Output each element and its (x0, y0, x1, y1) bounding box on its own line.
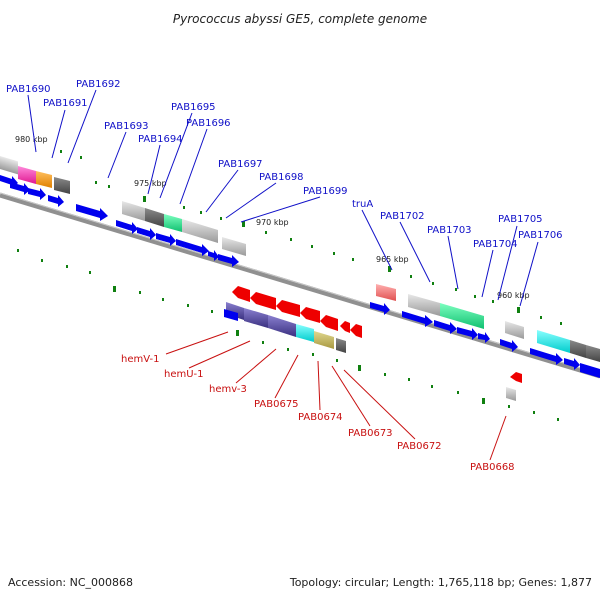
gene-label: PAB1697 (218, 159, 263, 170)
gene-label: PAB1693 (104, 121, 149, 132)
gene-block (408, 294, 440, 316)
gene-block (222, 237, 246, 256)
scale-label: 965 kbp (376, 255, 409, 264)
gene-label: PAB0672 (397, 441, 442, 452)
reverse-arrow (320, 315, 338, 331)
forward-arrow (370, 302, 390, 315)
accession-text: Accession: NC_000868 (8, 576, 133, 589)
forward-arrow (434, 320, 457, 334)
reverse-arrow (340, 321, 350, 333)
gene-label: PAB1696 (186, 118, 231, 129)
scale-ticks (17, 150, 562, 421)
reverse-arrow (276, 300, 300, 317)
gene-block (164, 214, 182, 232)
gene-label: PAB0674 (298, 412, 343, 423)
gene-label: PAB1705 (498, 214, 543, 225)
gene-label: PAB0675 (254, 399, 299, 410)
gene-block (145, 208, 164, 227)
forward-arrow (580, 363, 600, 378)
reverse-arrow (510, 372, 522, 383)
gene-block (54, 177, 70, 194)
topology-text: Topology: circular; Length: 1,765,118 bp… (289, 576, 592, 589)
gene-block (122, 201, 145, 221)
forward-arrow (10, 182, 30, 195)
gene-block (506, 387, 516, 401)
gene-label: PAB1699 (303, 186, 348, 197)
forward-arrow (116, 220, 138, 234)
gene-block (537, 330, 570, 353)
gene-block (570, 340, 586, 358)
map-title: Pyrococcus abyssi GE5, complete genome (173, 12, 427, 26)
scale-label: 980 kbp (15, 135, 48, 144)
gene-label: hemv-3 (209, 384, 247, 395)
reverse-strand-features (224, 286, 522, 401)
forward-arrow (564, 358, 580, 370)
gene-block (296, 324, 314, 342)
forward-arrow (156, 233, 176, 246)
gene-block (244, 308, 268, 328)
gene-block (376, 284, 396, 301)
gene-label: PAB1692 (76, 79, 121, 90)
forward-arrow (530, 348, 563, 365)
gene-block (440, 303, 484, 329)
gene-label: PAB1695 (171, 102, 216, 113)
forward-arrow (76, 204, 108, 221)
gene-block (336, 338, 346, 353)
gene-label: PAB1694 (138, 134, 183, 145)
gene-block (314, 331, 334, 349)
gene-label: hemU-1 (164, 369, 204, 380)
forward-arrow (224, 309, 238, 321)
gene-block (0, 156, 18, 175)
forward-gene-labels: PAB1690 PAB1691 PAB1692 PAB1693 PAB1694 … (6, 79, 563, 307)
gene-label: PAB1691 (43, 98, 88, 109)
gene-block (268, 315, 296, 337)
gene-label: PAB1690 (6, 84, 51, 95)
forward-arrow (176, 239, 209, 256)
reverse-arrow (232, 286, 250, 302)
gene-label: PAB1702 (380, 211, 425, 222)
forward-arrow (48, 195, 64, 207)
forward-arrow (478, 332, 490, 343)
forward-arrow (208, 250, 219, 261)
forward-arrow (137, 227, 156, 240)
forward-strand-features (0, 156, 600, 378)
forward-arrow (457, 327, 478, 340)
gene-label: truA (352, 199, 373, 210)
gene-label: PAB0668 (470, 462, 515, 473)
gene-label: PAB1704 (473, 239, 518, 250)
gene-label: PAB1703 (427, 225, 472, 236)
forward-arrow (500, 339, 518, 352)
forward-arrow (28, 188, 46, 200)
gene-block (586, 345, 600, 362)
reverse-gene-labels: hemV-1 hemU-1 hemv-3 PAB0675 PAB0674 PAB… (121, 331, 515, 473)
gene-label: PAB1698 (259, 172, 304, 183)
scale-label: 960 kbp (497, 291, 530, 300)
gene-label: hemV-1 (121, 354, 159, 365)
forward-arrow (402, 311, 433, 327)
forward-arrow (218, 254, 239, 267)
gene-block (36, 171, 52, 188)
scale-label: 970 kbp (256, 218, 289, 227)
gene-block (182, 219, 218, 243)
gene-block (18, 166, 36, 184)
reverse-arrow (350, 324, 362, 338)
reverse-arrow (300, 307, 320, 323)
reverse-arrow (250, 292, 276, 310)
gene-label: PAB0673 (348, 428, 393, 439)
gene-label: PAB1706 (518, 230, 563, 241)
gene-block (505, 321, 524, 339)
